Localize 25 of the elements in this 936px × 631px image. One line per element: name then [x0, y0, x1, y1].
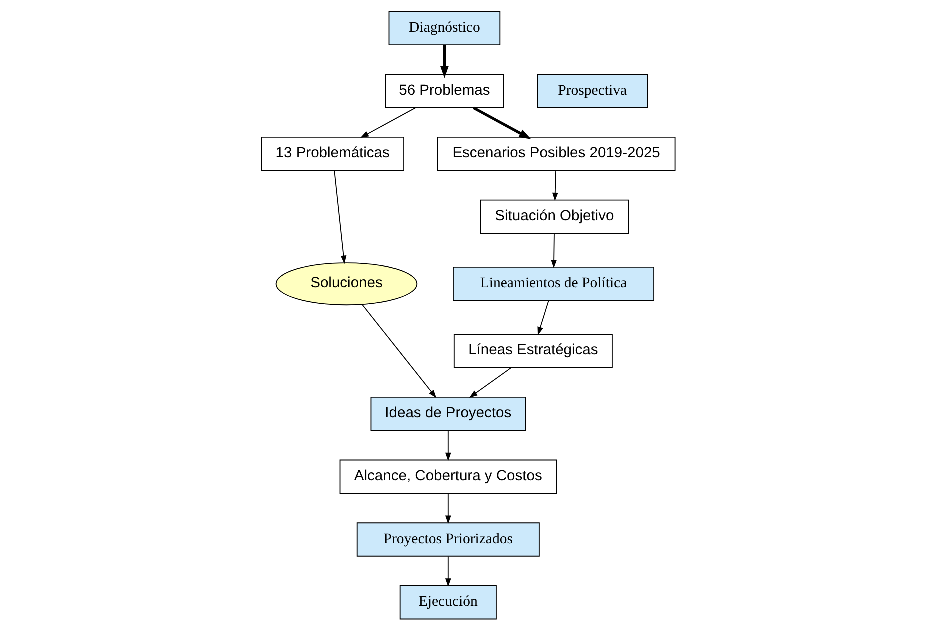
arrow [468, 368, 512, 398]
node-box: Ejecución [399, 586, 496, 620]
node-box: Diagnóstico [388, 11, 500, 46]
arrow [444, 430, 451, 462]
node-box: Prospectiva [536, 74, 648, 108]
node-box: Situación Objetivo [480, 200, 629, 234]
node-box: Alcance, Cobertura y Costos [339, 460, 556, 494]
arrow [360, 108, 416, 138]
node-box: 13 Problemáticas [260, 137, 404, 172]
node-box: Ideas de Proyectos [370, 396, 526, 432]
node-box: Lineamientos de Política [452, 266, 654, 302]
node-box: Proyectos Priorizados [356, 522, 540, 557]
node-ellipse: Soluciones [275, 262, 418, 306]
arrow [444, 556, 451, 587]
node-box: 56 Problemas [384, 74, 504, 108]
node-box: Escenarios Posibles 2019-2025 [436, 137, 676, 172]
arrow [334, 170, 346, 264]
arrow [361, 304, 436, 398]
arrow [440, 45, 448, 78]
arrow [444, 493, 451, 524]
arrow [472, 106, 531, 140]
arrow [550, 233, 556, 268]
arrow [552, 170, 558, 202]
node-box: Líneas Estratégicas [453, 334, 612, 368]
arrow [537, 300, 549, 336]
